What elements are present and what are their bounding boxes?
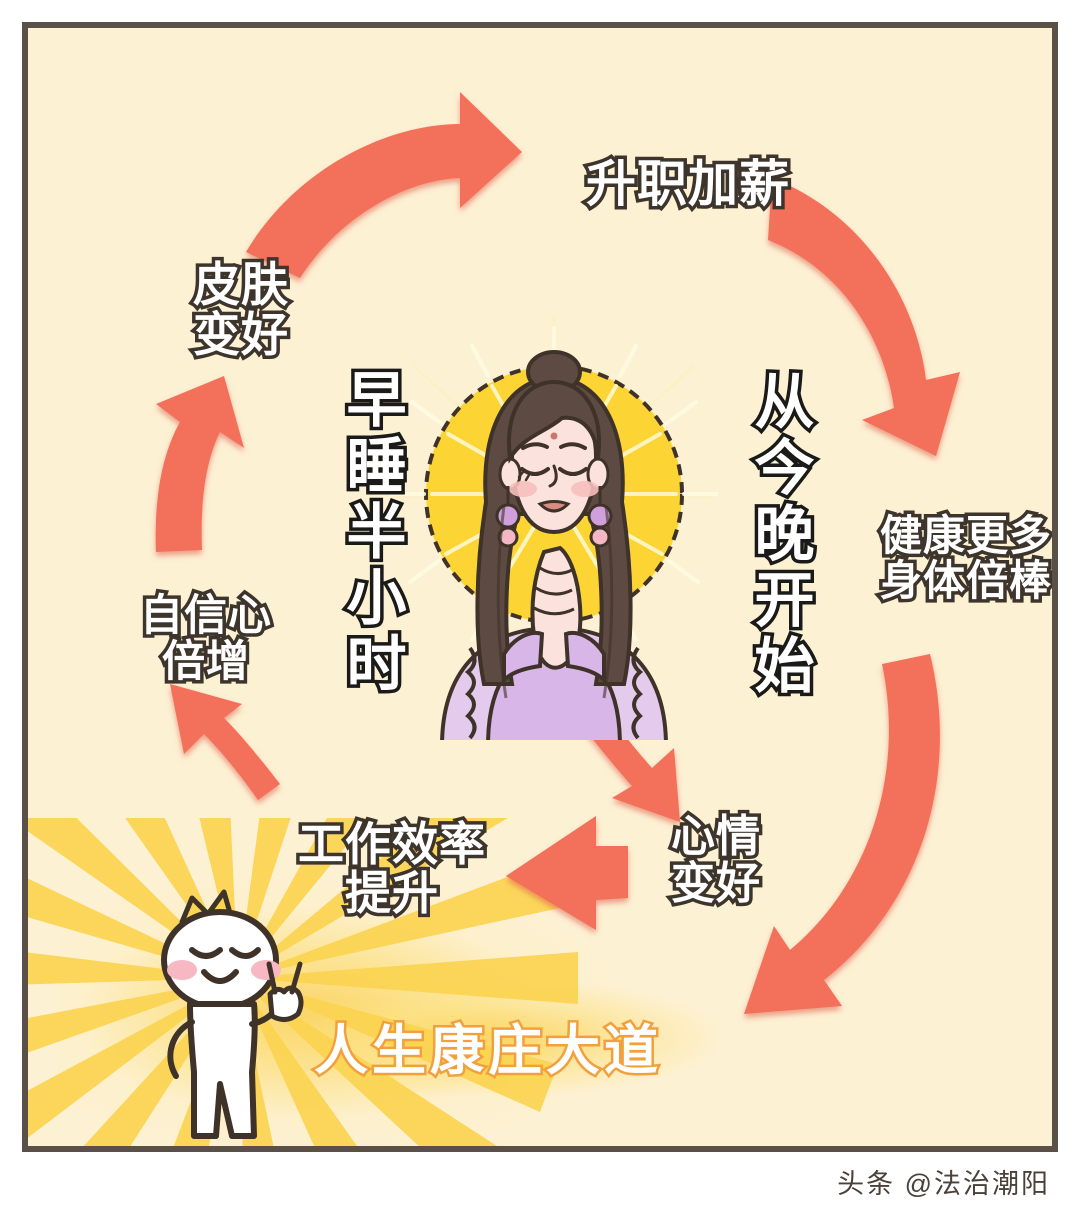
label-work-efficiency: 工作效率 提升	[295, 816, 489, 920]
label-confidence: 自信心 倍增	[137, 590, 275, 688]
label-promotion: 升职加薪	[583, 154, 793, 214]
watermark: 头条 @法治潮阳	[837, 1169, 1050, 1199]
praying-woman-illustration	[390, 312, 718, 740]
poster-frame: 升职加薪 皮肤 变好 自信心 倍增 健康更多 身体倍棒 心情 变好 工作效率 提…	[22, 22, 1058, 1152]
vertical-label-start-tonight: 从今晚开始	[743, 367, 817, 704]
arrow-skin-to-promotion	[246, 92, 522, 278]
vertical-label-sleep-earlier: 早睡半小时	[335, 365, 409, 702]
arrow-confidence-to-skin	[155, 376, 244, 552]
headline-bright-road: 人生康庄大道	[312, 1019, 662, 1084]
arrow-work-to-confidence	[170, 684, 280, 800]
label-skin: 皮肤 变好	[190, 256, 292, 362]
label-mood: 心情 变好	[668, 810, 764, 910]
label-health: 健康更多 身体倍棒	[876, 510, 1052, 606]
